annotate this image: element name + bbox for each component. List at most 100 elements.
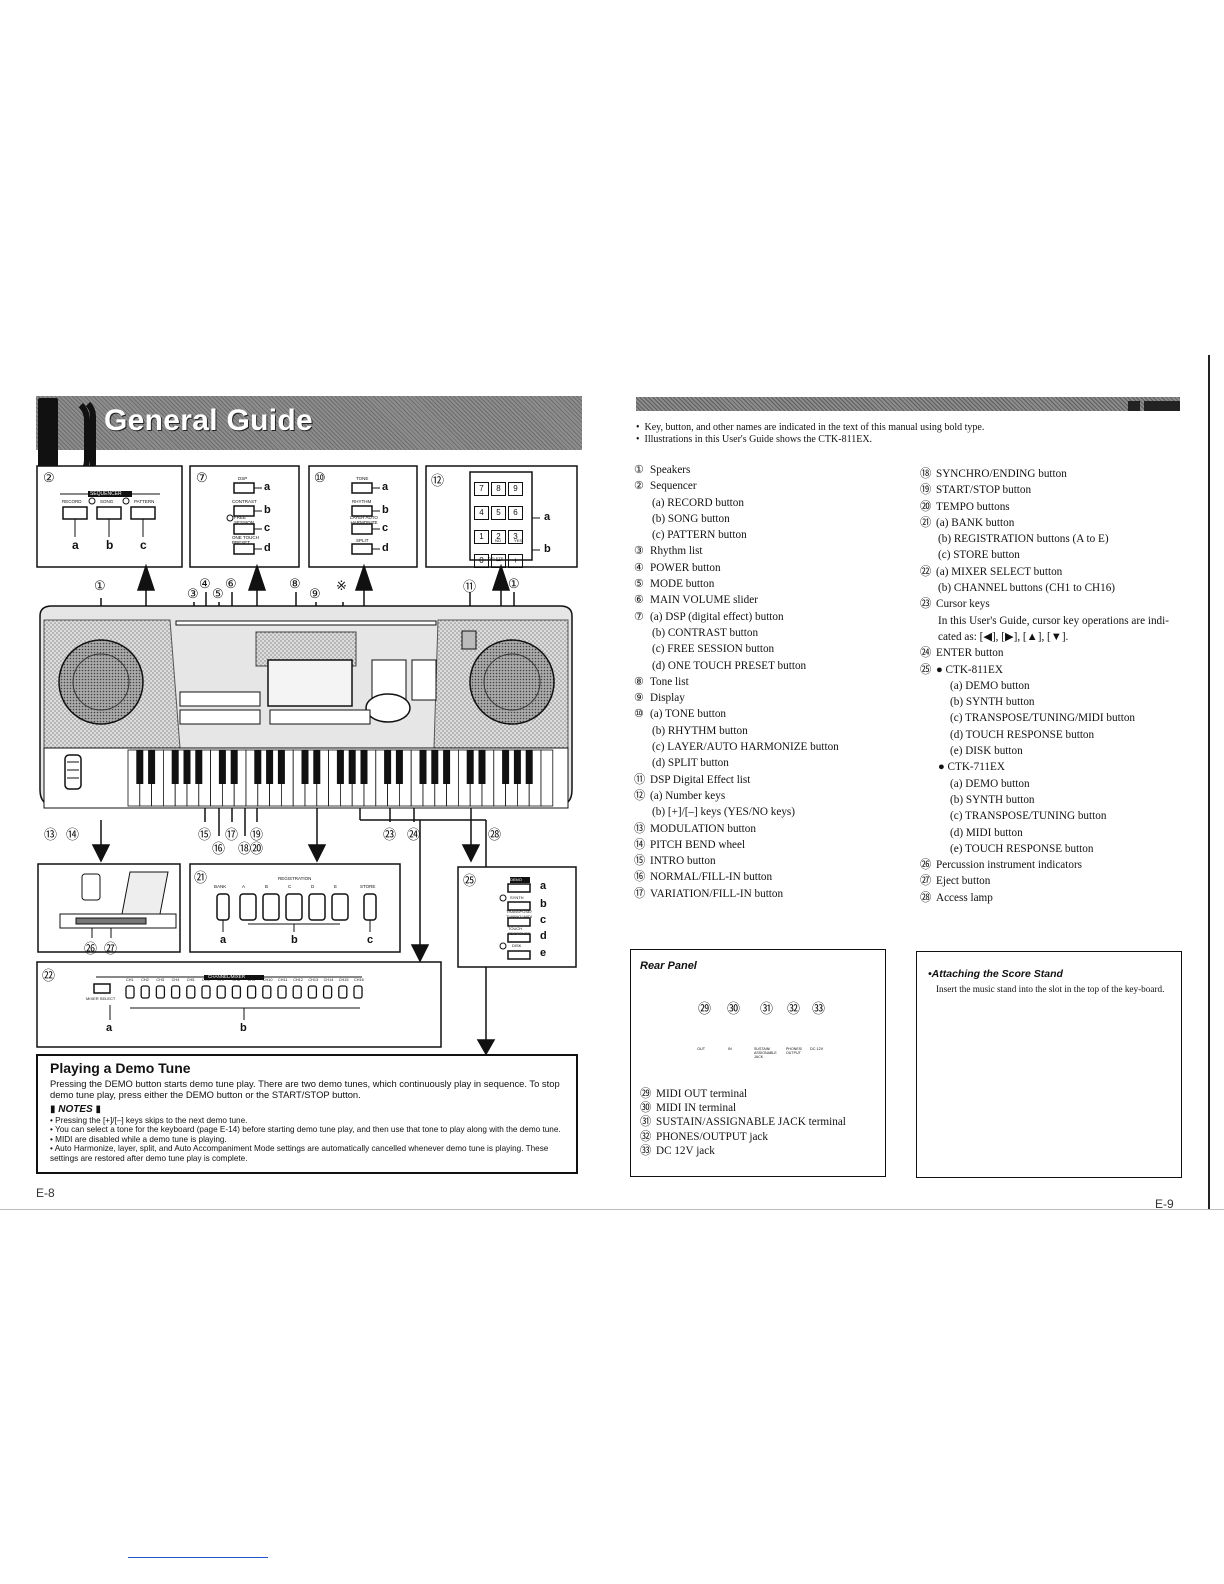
- item-number: ㉚: [640, 1102, 652, 1115]
- item-number: ⑱: [920, 468, 932, 480]
- channel-button: [246, 985, 257, 999]
- item-text: SYNCHRO/ENDING button: [936, 468, 1067, 480]
- item-text: Speakers: [650, 464, 691, 476]
- intro-text: Key, button, and other names are indicat…: [644, 422, 985, 433]
- channel-button: [262, 985, 272, 999]
- channel-button: [140, 985, 150, 999]
- list-item: (d) ONE TOUCH PRESET button: [634, 658, 914, 674]
- callout: ⑱: [238, 841, 252, 856]
- note-item: Auto Harmonize, layer, split, and Auto A…: [50, 1144, 566, 1163]
- item-text: (a) RECORD button: [652, 496, 744, 509]
- black-key: [360, 750, 368, 784]
- item-text: MIDI IN terminal: [656, 1102, 737, 1115]
- list-item: (c) TRANSPOSE/TUNING button: [920, 808, 1200, 824]
- item-text: (d) SPLIT button: [652, 757, 729, 770]
- list-item: (c) LAYER/AUTO HARMONIZE button: [634, 739, 914, 755]
- demo-section: [36, 1054, 578, 1174]
- item-text: (b) CONTRAST button: [652, 626, 759, 639]
- number-key: 4: [474, 506, 489, 520]
- channel-button: [307, 985, 318, 999]
- channel-label: CH1: [126, 978, 134, 982]
- black-key: [431, 750, 439, 784]
- number-key: 8: [491, 482, 506, 496]
- title-arc-decoration: [66, 396, 90, 484]
- item-text: (a) DSP (digital effect) button: [650, 610, 784, 623]
- panel-num: ㉕: [463, 873, 477, 888]
- callout: ㉓: [383, 827, 397, 842]
- list-item: ⑥ MAIN VOLUME slider: [634, 592, 914, 608]
- item-text: (d) MIDI button: [950, 826, 1023, 839]
- notes-list: Pressing the [+]/[–] keys skips to the n…: [50, 1116, 566, 1163]
- callout: ⑨: [309, 586, 321, 601]
- item-text: Sequencer: [650, 480, 697, 493]
- item-text: START/STOP button: [936, 484, 1032, 497]
- page-number-right: E-9: [1155, 1197, 1174, 1211]
- item-text: DSP Digital Effect list: [650, 773, 751, 786]
- callout: ㉝: [812, 1001, 826, 1016]
- black-key: [513, 750, 521, 784]
- keyboard-keys: [127, 749, 554, 807]
- panel-num: ㉑: [194, 870, 208, 885]
- callout: ㉖: [84, 941, 98, 956]
- black-key: [171, 750, 179, 784]
- item-text: (c) FREE SESSION button: [652, 643, 775, 656]
- midi-out-label: OUT: [697, 1047, 706, 1051]
- callout: ⑪: [463, 579, 477, 594]
- black-key: [254, 750, 262, 784]
- item-text: cated as: [◀], [▶], [▲], [▼].: [938, 630, 1069, 643]
- letter: a: [264, 481, 271, 493]
- item-text: ENTER button: [936, 647, 1004, 660]
- list-item: (b) SYNTH button: [920, 694, 1200, 710]
- contrast-label: CONTRAST: [232, 499, 257, 504]
- item-number: ⑨: [634, 692, 645, 705]
- callout: ④: [199, 576, 211, 591]
- phones-label: PHONES/ OUTPUT: [786, 1047, 803, 1055]
- item-text: Tone list: [650, 675, 689, 688]
- letter: a: [544, 511, 551, 523]
- item-number: ㉛: [640, 1116, 652, 1129]
- channel-label: CH8: [232, 978, 240, 982]
- list-item: ⑩(a) TONE button: [634, 706, 914, 722]
- dc-label: DC 12V: [810, 1047, 824, 1051]
- panel-num: ⑩: [314, 470, 326, 485]
- tone-panel: [308, 465, 418, 568]
- callout: ㉛: [760, 1001, 774, 1016]
- black-key: [525, 750, 533, 784]
- black-key: [218, 750, 226, 784]
- item-number: ⑰: [634, 887, 646, 900]
- item-text: POWER button: [650, 561, 721, 574]
- one-touch-label: ONE TOUCH PRESET: [232, 535, 259, 545]
- item-text: (c) STORE button: [938, 549, 1020, 562]
- list-item: (b) [+]/[–] keys (YES/NO keys): [634, 804, 914, 820]
- item-number: ㉕: [920, 663, 932, 676]
- item-number: ⑥: [634, 594, 645, 607]
- record-label: RECORD: [62, 499, 82, 504]
- number-key: 0: [474, 554, 489, 568]
- item-text: MAIN VOLUME slider: [650, 594, 758, 607]
- letter: e: [540, 947, 547, 959]
- mixer-select-label: MIXER SELECT: [86, 996, 116, 1001]
- black-key: [443, 750, 451, 784]
- no-label: NO: [495, 538, 501, 543]
- rhythm-label: RHYTHM: [352, 499, 372, 504]
- callout: ㉔: [407, 827, 421, 842]
- channel-button: [292, 985, 302, 999]
- bar-end-decoration: [1128, 401, 1140, 411]
- callout: ⑤: [212, 586, 224, 601]
- item-text: Display: [650, 692, 685, 705]
- list-item: (b) CHANNEL buttons (CH1 to CH16): [920, 580, 1200, 596]
- item-text: (b) SYNTH button: [950, 793, 1035, 806]
- panel-num: ②: [43, 470, 55, 485]
- delete-label: DELETE: [488, 556, 504, 561]
- item-text: (b) CHANNEL buttons (CH1 to CH16): [938, 582, 1116, 595]
- touch-label: TOUCH RESPONSE: [508, 926, 531, 936]
- demo-title: Playing a Demo Tune: [50, 1060, 191, 1076]
